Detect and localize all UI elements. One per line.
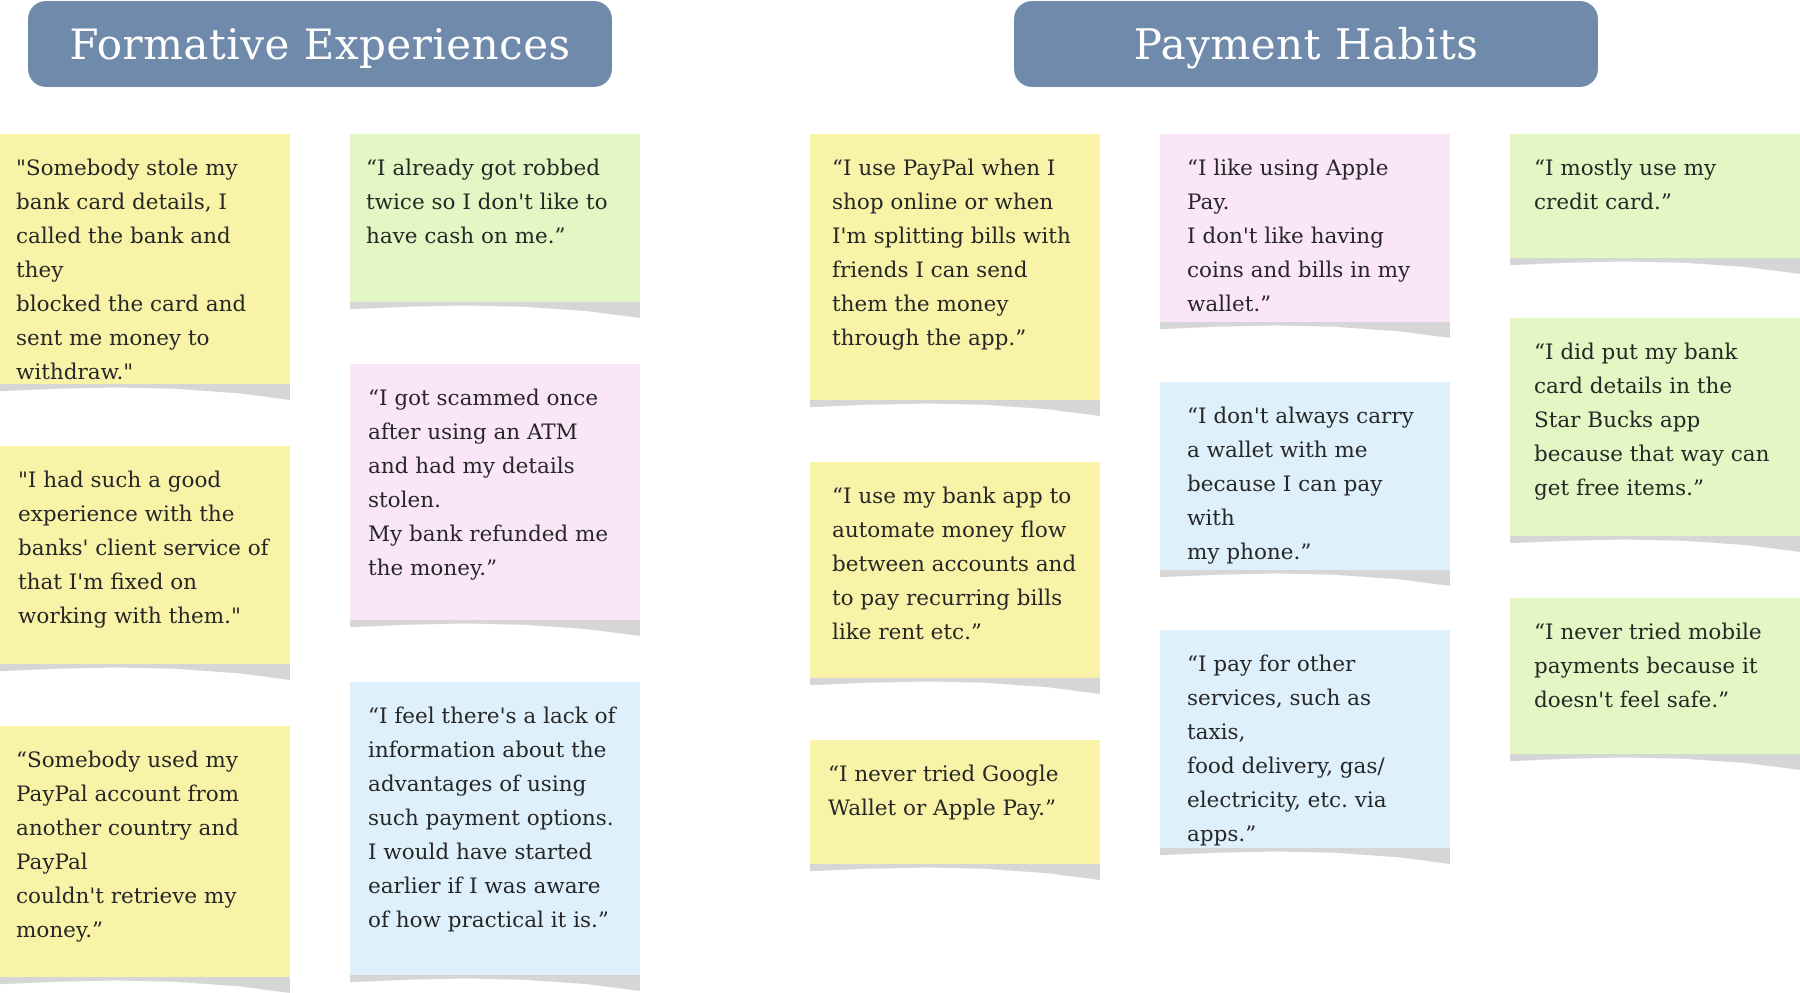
payment-habits-header: Payment Habits — [1014, 1, 1598, 87]
sticky-note: “I like using Apple Pay. I don't like ha… — [1160, 134, 1450, 322]
note-text: “I use PayPal when I shop online or when… — [832, 156, 1071, 351]
sticky-note: “I use PayPal when I shop online or when… — [810, 134, 1100, 400]
sticky-note: “I use my bank app to automate money flo… — [810, 462, 1100, 678]
sticky-note: “I got scammed once after using an ATM a… — [350, 364, 640, 620]
sticky-note: “I mostly use my credit card.” — [1510, 134, 1800, 258]
sticky-note: "I had such a good experience with the b… — [0, 446, 290, 664]
formative-experiences-header: Formative Experiences — [28, 1, 612, 87]
sticky-note: “I don't always carry a wallet with me b… — [1160, 382, 1450, 570]
note-text: “I feel there's a lack of information ab… — [368, 704, 616, 933]
note-text: “I never tried mobile payments because i… — [1534, 620, 1762, 713]
note-text: "Somebody stole my bank card details, I … — [16, 156, 247, 385]
note-text: “I don't always carry a wallet with me b… — [1187, 404, 1414, 565]
note-text: “I use my bank app to automate money flo… — [832, 484, 1077, 645]
sticky-note: “I never tried mobile payments because i… — [1510, 598, 1800, 754]
note-text: “I pay for other services, such as taxis… — [1187, 652, 1387, 847]
sticky-note: “Somebody used my PayPal account from an… — [0, 726, 290, 977]
note-text: “I never tried Google Wallet or Apple Pa… — [828, 762, 1059, 821]
sticky-note: “I already got robbed twice so I don't l… — [350, 134, 640, 302]
sticky-note: “I did put my bank card details in the S… — [1510, 318, 1800, 536]
sticky-note: "Somebody stole my bank card details, I … — [0, 134, 290, 385]
note-text: “I already got robbed twice so I don't l… — [366, 156, 608, 249]
note-text: “I like using Apple Pay. I don't like ha… — [1187, 156, 1411, 317]
sticky-note: “I never tried Google Wallet or Apple Pa… — [810, 740, 1100, 864]
sticky-note: “I feel there's a lack of information ab… — [350, 682, 640, 975]
note-text: “I mostly use my credit card.” — [1534, 156, 1717, 215]
note-text: "I had such a good experience with the b… — [18, 468, 269, 629]
note-text: “I did put my bank card details in the S… — [1534, 340, 1770, 501]
sticky-note: “I pay for other services, such as taxis… — [1160, 630, 1450, 848]
note-text: “Somebody used my PayPal account from an… — [16, 748, 240, 943]
note-text: “I got scammed once after using an ATM a… — [368, 386, 609, 581]
